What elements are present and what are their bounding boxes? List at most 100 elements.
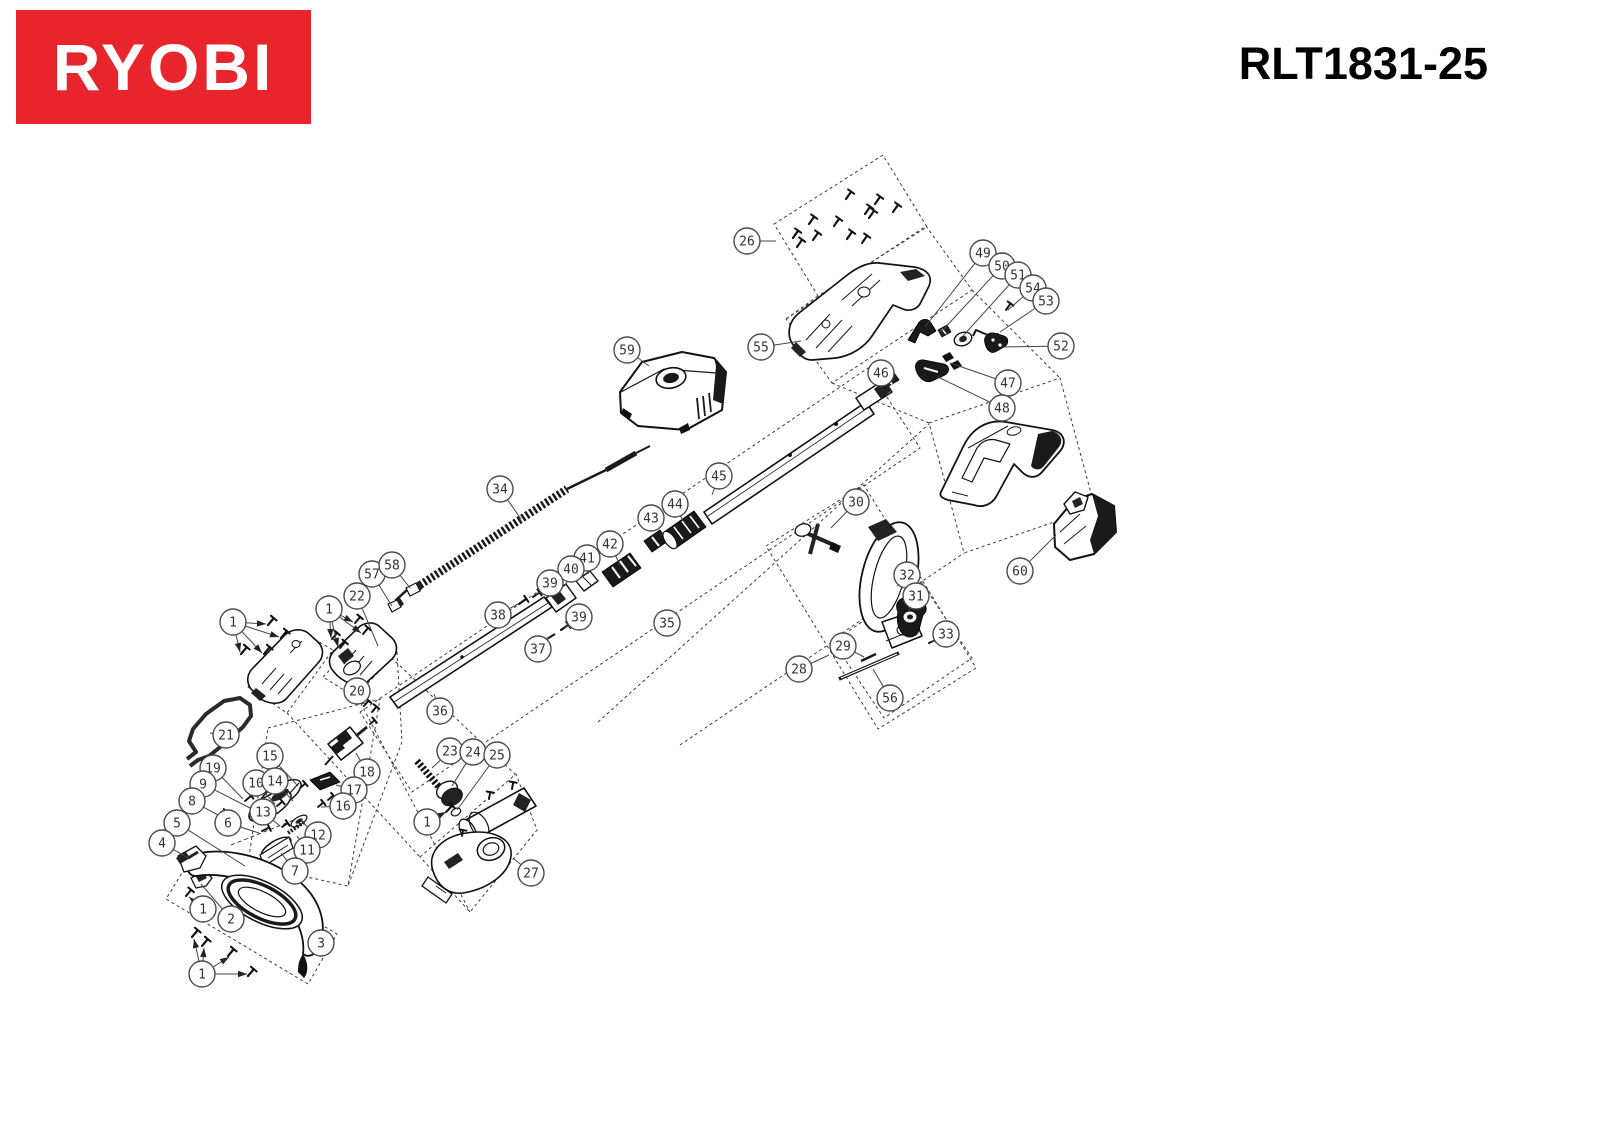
balloon-number: 1 xyxy=(423,816,431,831)
leader-arrowhead xyxy=(234,642,242,652)
callout-3[interactable]: 3 xyxy=(307,929,335,957)
explode-connector-line xyxy=(347,651,403,887)
balloon-number: 48 xyxy=(994,402,1010,417)
callout-4[interactable]: 4 xyxy=(148,829,191,860)
balloon-circle xyxy=(343,677,371,705)
callout-26[interactable]: 26 xyxy=(733,227,776,255)
callout-46[interactable]: 46 xyxy=(867,359,895,387)
callout-37[interactable]: 37 xyxy=(524,635,552,663)
callout-15[interactable]: 15 xyxy=(256,742,299,787)
callout-13[interactable]: 13 xyxy=(249,798,281,827)
balloon-circle xyxy=(249,798,277,826)
callout-1[interactable]: 1 xyxy=(219,608,280,654)
callout-7[interactable]: 7 xyxy=(280,852,309,885)
callout-45[interactable]: 45 xyxy=(705,462,733,496)
balloon-number: 1 xyxy=(198,968,206,983)
callout-29[interactable]: 29 xyxy=(829,632,865,660)
callout-55[interactable]: 55 xyxy=(747,333,802,361)
balloon-number: 39 xyxy=(571,611,587,626)
balloon-number: 25 xyxy=(489,749,505,764)
callout-53[interactable]: 53 xyxy=(999,287,1060,333)
callout-56[interactable]: 56 xyxy=(872,668,904,712)
callout-36[interactable]: 36 xyxy=(426,693,454,725)
callout-44[interactable]: 44 xyxy=(661,490,689,522)
balloon-number: 29 xyxy=(835,640,851,655)
callout-14[interactable]: 14 xyxy=(261,767,294,802)
balloon-circle xyxy=(517,859,545,887)
callout-28[interactable]: 28 xyxy=(785,654,830,683)
callout-49[interactable]: 49 xyxy=(924,239,997,328)
balloon-circle xyxy=(524,635,552,663)
callout-47[interactable]: 47 xyxy=(949,362,1022,397)
callout-27[interactable]: 27 xyxy=(512,857,545,887)
callout-20[interactable]: 20 xyxy=(343,677,371,706)
callout-6[interactable]: 6 xyxy=(214,809,260,837)
screw-set xyxy=(791,188,903,249)
callout-40[interactable]: 40 xyxy=(557,555,585,586)
callout-52[interactable]: 52 xyxy=(999,332,1075,360)
leader-line xyxy=(433,693,437,699)
callout-2[interactable]: 2 xyxy=(200,883,245,933)
callout-22[interactable]: 22 xyxy=(343,582,379,647)
callout-43[interactable]: 43 xyxy=(637,504,665,532)
callout-23[interactable]: 23 xyxy=(431,737,464,769)
balloon-number: 39 xyxy=(542,577,558,592)
callout-42[interactable]: 42 xyxy=(596,530,624,566)
head-assembly xyxy=(414,758,537,904)
leader-line xyxy=(280,852,288,862)
balloon-circle xyxy=(178,787,206,815)
balloon-number: 6 xyxy=(224,817,232,832)
callout-59[interactable]: 59 xyxy=(613,336,650,367)
balloon-number: 26 xyxy=(739,235,755,250)
balloon-circle xyxy=(565,603,593,631)
balloon-number: 13 xyxy=(255,806,271,821)
balloon-number: 51 xyxy=(1010,269,1026,284)
leader-line xyxy=(221,776,244,800)
leader-line xyxy=(278,765,299,787)
leader-arrowhead xyxy=(343,614,353,622)
balloon-number: 35 xyxy=(659,617,675,632)
callout-1[interactable]: 1 xyxy=(188,938,247,988)
leader-line xyxy=(854,651,865,658)
leader-arrowhead xyxy=(192,939,200,949)
callout-11[interactable]: 11 xyxy=(293,835,321,864)
callout-32[interactable]: 32 xyxy=(893,561,921,589)
callout-5[interactable]: 5 xyxy=(163,809,246,867)
callout-33[interactable]: 33 xyxy=(930,620,960,648)
balloon-circle xyxy=(148,829,176,857)
callout-39[interactable]: 39 xyxy=(563,603,593,631)
callout-60[interactable]: 60 xyxy=(1006,534,1057,585)
callout-48[interactable]: 48 xyxy=(937,376,1016,422)
balloon-circle xyxy=(307,929,335,957)
balloon-circle xyxy=(426,697,454,725)
balloon-circle xyxy=(637,504,665,532)
callout-34[interactable]: 34 xyxy=(486,475,522,520)
callout-16[interactable]: 16 xyxy=(320,792,357,820)
callout-35[interactable]: 35 xyxy=(653,609,681,637)
leader-line xyxy=(335,784,342,788)
balloon-number: 7 xyxy=(291,865,299,880)
balloon-circle xyxy=(189,895,217,923)
callout-21[interactable]: 21 xyxy=(209,721,240,749)
callout-58[interactable]: 58 xyxy=(378,551,411,589)
balloon-number: 27 xyxy=(523,867,539,882)
balloon-circle xyxy=(653,609,681,637)
battery-pack xyxy=(1053,491,1117,561)
callout-1[interactable]: 1 xyxy=(413,808,447,836)
callout-1[interactable]: 1 xyxy=(188,895,217,923)
callout-38[interactable]: 38 xyxy=(484,601,519,629)
callout-30[interactable]: 30 xyxy=(830,488,870,529)
balloon-circle xyxy=(536,569,564,597)
callout-25[interactable]: 25 xyxy=(456,741,511,811)
callout-1[interactable]: 1 xyxy=(315,595,362,648)
leader-line xyxy=(680,515,684,522)
leader-line xyxy=(451,762,467,787)
callout-39[interactable]: 39 xyxy=(535,569,564,597)
balloon-circle xyxy=(829,632,857,660)
leader-line xyxy=(200,883,223,910)
leader-line xyxy=(507,499,522,520)
callout-8[interactable]: 8 xyxy=(178,787,219,816)
balloon-number: 33 xyxy=(938,628,954,643)
callout-31[interactable]: 31 xyxy=(902,582,930,613)
balloon-number: 36 xyxy=(432,705,448,720)
